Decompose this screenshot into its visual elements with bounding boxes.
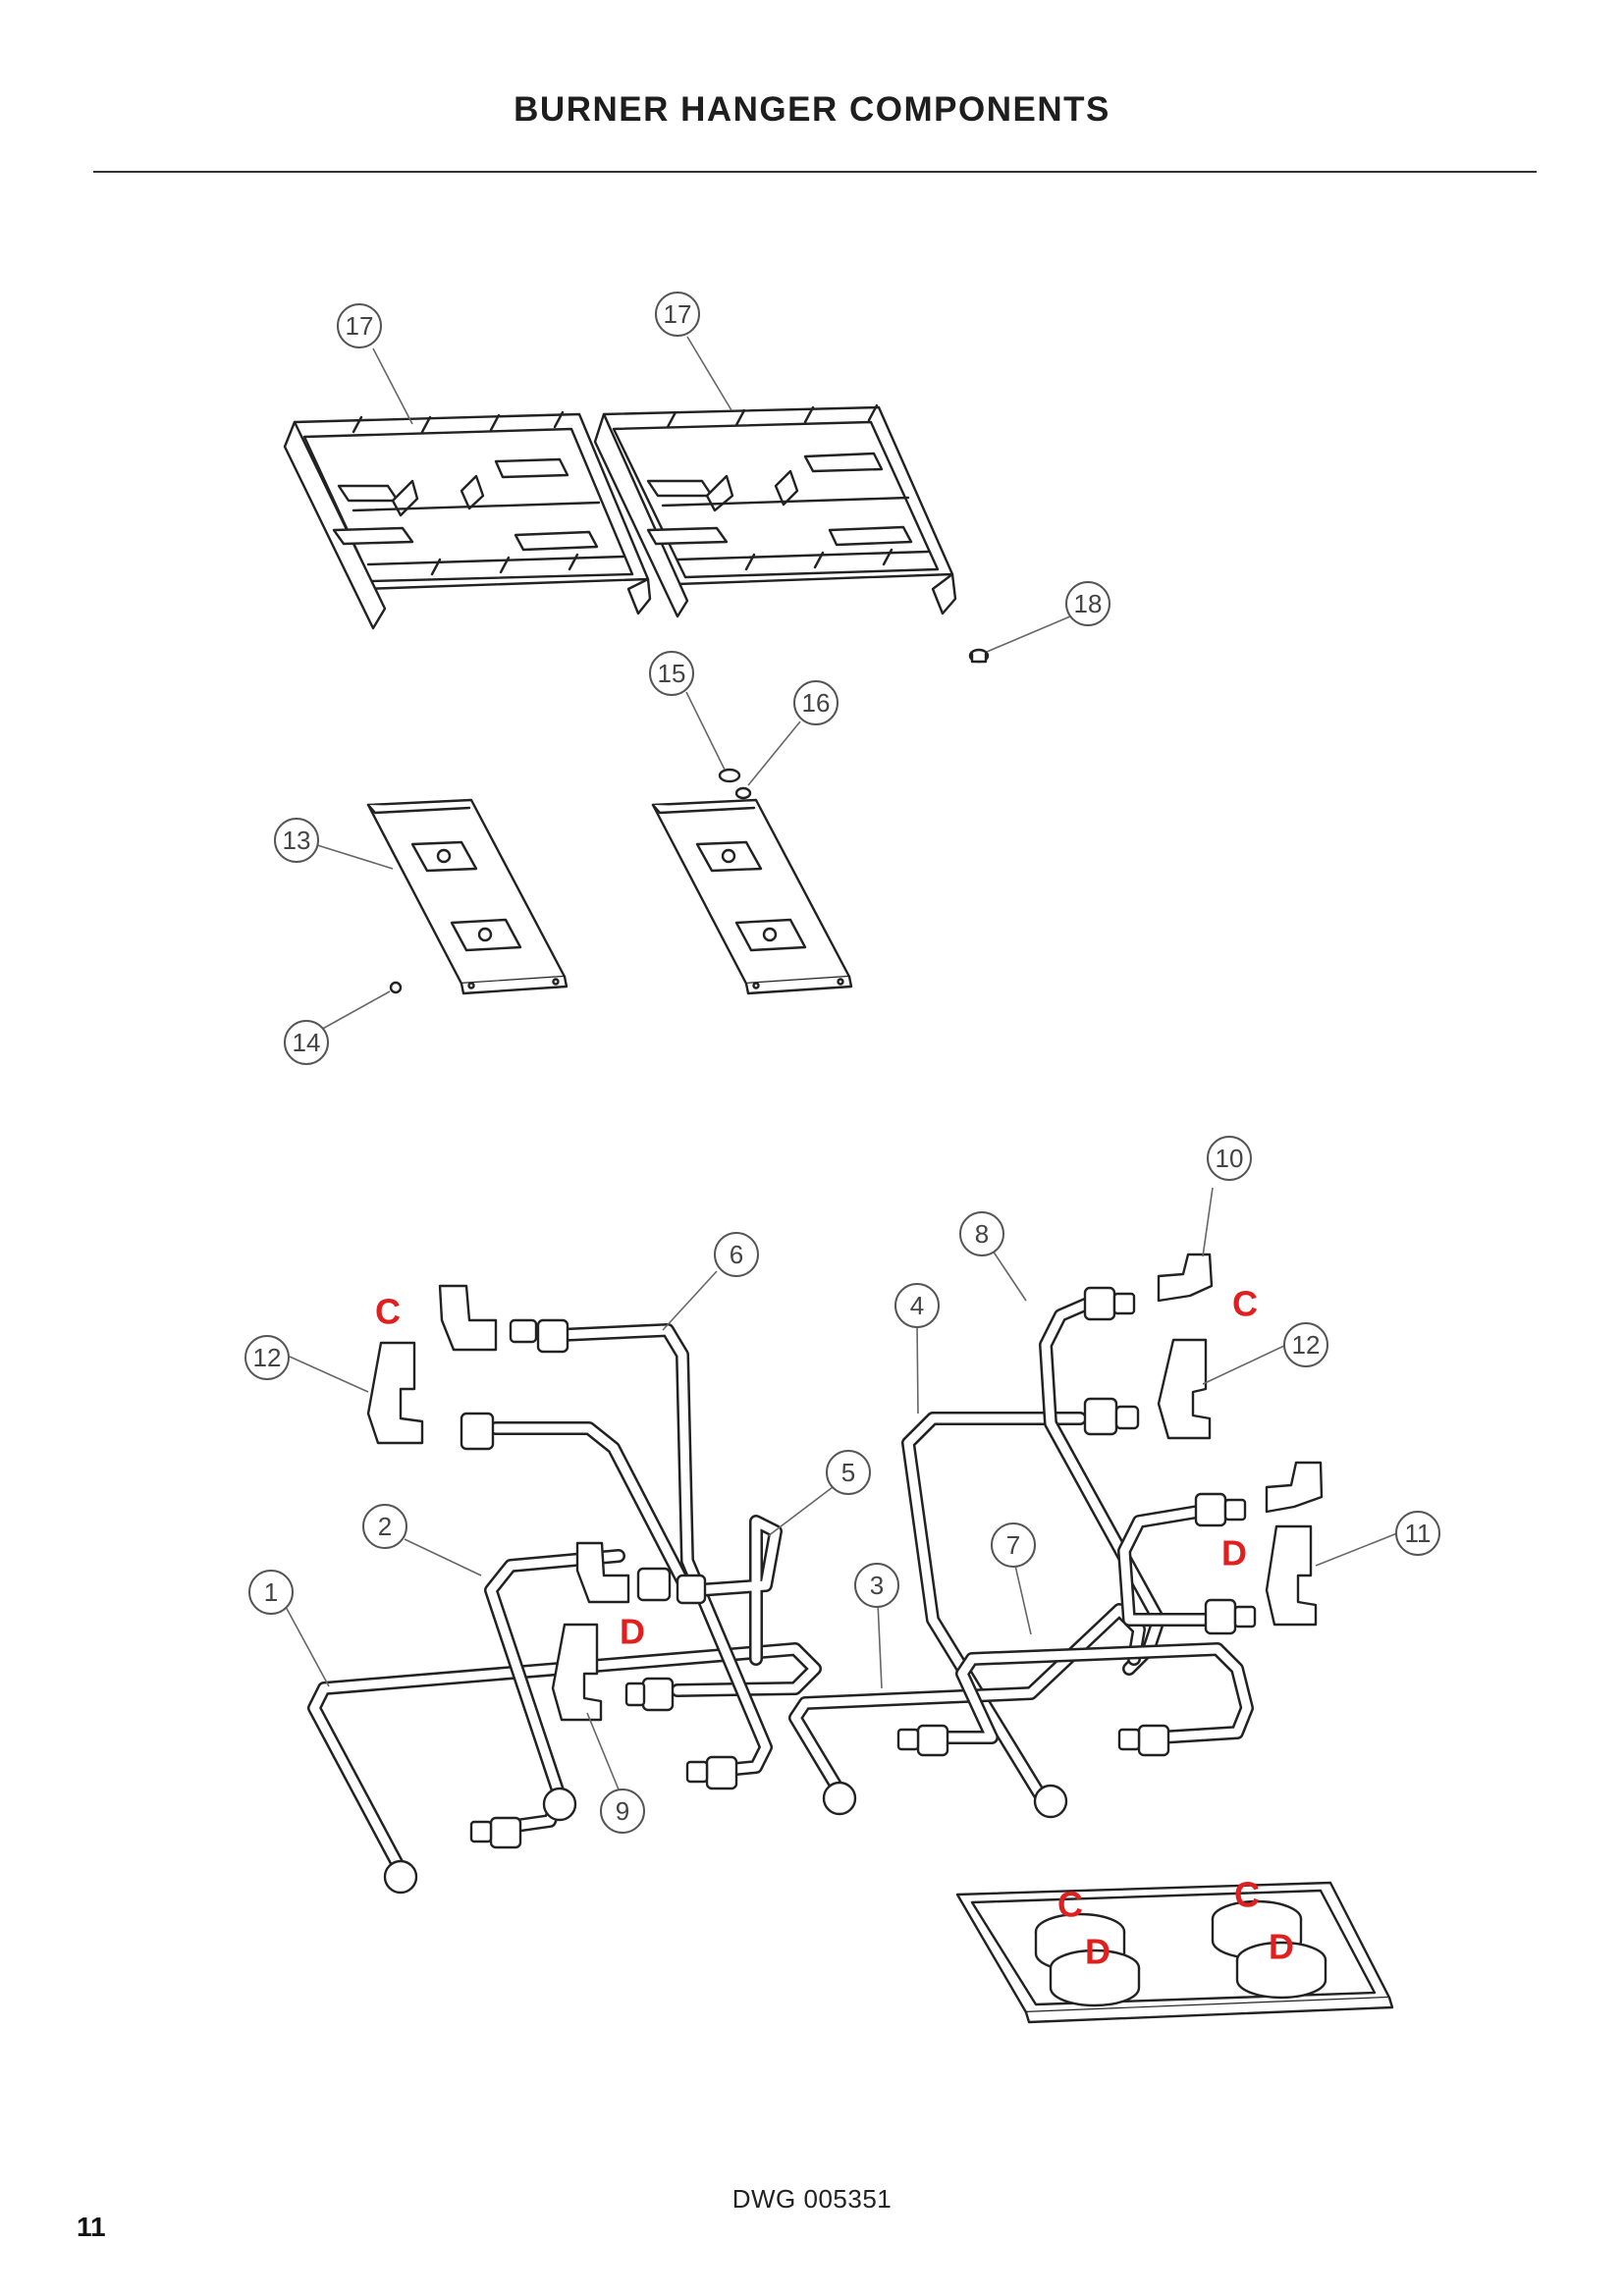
callout-4: 4 xyxy=(894,1283,940,1328)
marker-c-tray-right: C xyxy=(1234,1875,1260,1915)
svg-text:5: 5 xyxy=(841,1458,855,1487)
marker-d-right: D xyxy=(1221,1533,1247,1574)
marker-d-left: D xyxy=(620,1612,645,1652)
callout-17-left: 17 xyxy=(337,303,382,348)
marker-c-right: C xyxy=(1232,1284,1258,1324)
callout-17-right: 17 xyxy=(655,292,700,337)
svg-text:13: 13 xyxy=(283,826,311,855)
callout-18: 18 xyxy=(1065,581,1110,626)
svg-text:2: 2 xyxy=(378,1512,392,1541)
callout-12-right: 12 xyxy=(1283,1322,1328,1367)
svg-text:15: 15 xyxy=(658,659,686,688)
marker-c-tray-left: C xyxy=(1057,1885,1083,1925)
svg-text:11: 11 xyxy=(1405,1519,1432,1548)
svg-text:8: 8 xyxy=(975,1219,989,1249)
svg-text:17: 17 xyxy=(664,299,692,329)
marker-c-left: C xyxy=(375,1292,401,1332)
title-divider xyxy=(93,171,1537,173)
elbow-fitting-icon xyxy=(366,1253,1324,1722)
page-title: BURNER HANGER COMPONENTS xyxy=(514,90,1110,129)
callout-2: 2 xyxy=(362,1504,407,1549)
svg-text:6: 6 xyxy=(730,1240,743,1269)
svg-text:10: 10 xyxy=(1216,1144,1244,1173)
leader-lines xyxy=(284,336,1403,1790)
svg-text:12: 12 xyxy=(1292,1330,1321,1360)
left-grate-icon xyxy=(283,410,652,630)
svg-text:17: 17 xyxy=(346,311,374,341)
callout-12-left: 12 xyxy=(244,1335,290,1380)
svg-text:12: 12 xyxy=(253,1343,282,1372)
page-number: 11 xyxy=(77,2212,106,2242)
pipe-nut-fittings-icon xyxy=(383,1286,1257,1895)
callout-8: 8 xyxy=(959,1211,1004,1256)
callout-11: 11 xyxy=(1395,1511,1440,1556)
grate-foot-nut-icon xyxy=(968,648,990,664)
svg-text:3: 3 xyxy=(870,1571,884,1600)
callout-5: 5 xyxy=(826,1450,871,1495)
svg-text:14: 14 xyxy=(293,1028,321,1057)
marker-d-tray-left: D xyxy=(1085,1932,1110,1972)
callout-13: 13 xyxy=(274,818,319,863)
callout-16: 16 xyxy=(793,680,839,725)
svg-text:18: 18 xyxy=(1074,589,1103,618)
burner-tray-icon xyxy=(955,1881,1394,2024)
right-grate-icon xyxy=(593,403,957,618)
callout-15: 15 xyxy=(649,651,694,696)
svg-text:4: 4 xyxy=(910,1291,924,1320)
svg-text:16: 16 xyxy=(802,688,831,718)
drawing-number: DWG 005351 xyxy=(731,2184,893,2214)
callout-14: 14 xyxy=(284,1020,329,1065)
callout-3: 3 xyxy=(854,1563,899,1608)
svg-text:1: 1 xyxy=(264,1577,278,1607)
callout-10: 10 xyxy=(1207,1136,1252,1181)
callout-7: 7 xyxy=(991,1522,1036,1568)
washer-icon xyxy=(718,768,741,783)
gas-pipe-icon xyxy=(307,1296,1254,1877)
callout-9: 9 xyxy=(600,1789,645,1834)
right-burner-hanger-icon xyxy=(651,798,853,995)
callout-1: 1 xyxy=(248,1570,294,1615)
left-burner-hanger-icon xyxy=(366,798,568,995)
screw-icon xyxy=(389,981,403,994)
callout-6: 6 xyxy=(714,1232,759,1277)
hex-nut-icon xyxy=(734,786,752,800)
marker-d-tray-right: D xyxy=(1269,1927,1294,1967)
svg-text:9: 9 xyxy=(616,1796,629,1826)
svg-text:7: 7 xyxy=(1006,1530,1020,1560)
